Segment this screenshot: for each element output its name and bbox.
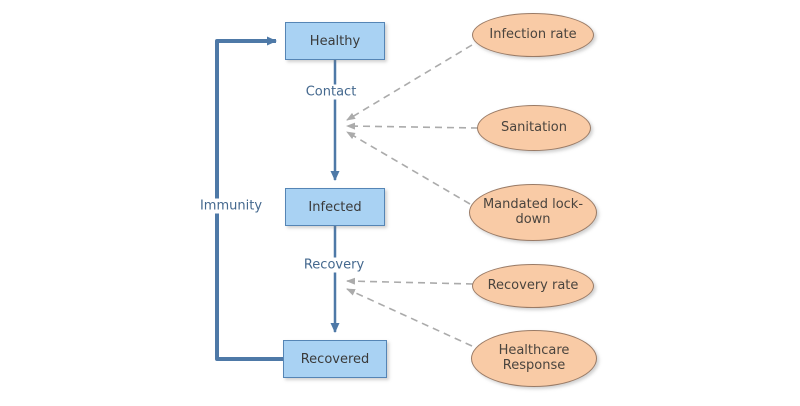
factor-recovery-rate-label: Recovery rate [487, 277, 579, 293]
factor-sanitation: Sanitation [477, 105, 591, 151]
factor-infection-rate: Infection rate [472, 13, 594, 57]
edge-label-recovery: Recovery [300, 257, 368, 273]
factor-sanitation-label: Sanitation [500, 119, 568, 135]
factor-recovery-rate: Recovery rate [472, 264, 594, 308]
dashed-arrow-infection-rate [346, 44, 473, 121]
dashed-arrow-sanitation [346, 122, 479, 130]
factor-mandated-lockdown: Mandated lock-down [469, 184, 597, 241]
dashed-arrow-healthcare-response [346, 288, 473, 347]
factor-mandated-lockdown-label: Mandated lock-down [482, 196, 584, 227]
node-healthy-label: Healthy [309, 33, 361, 49]
node-infected-label: Infected [308, 199, 362, 215]
node-infected: Infected [285, 188, 385, 226]
node-recovered: Recovered [283, 340, 387, 378]
factor-healthcare-response-label: Healthcare Response [498, 342, 570, 373]
edge-label-contact: Contact [302, 84, 360, 100]
node-healthy: Healthy [285, 22, 385, 60]
factor-infection-rate-label: Infection rate [489, 26, 577, 42]
node-recovered-label: Recovered [300, 351, 370, 367]
factor-healthcare-response: Healthcare Response [471, 330, 597, 387]
edge-label-immunity: Immunity [196, 198, 266, 214]
dashed-arrow-recovery-rate [346, 277, 474, 285]
